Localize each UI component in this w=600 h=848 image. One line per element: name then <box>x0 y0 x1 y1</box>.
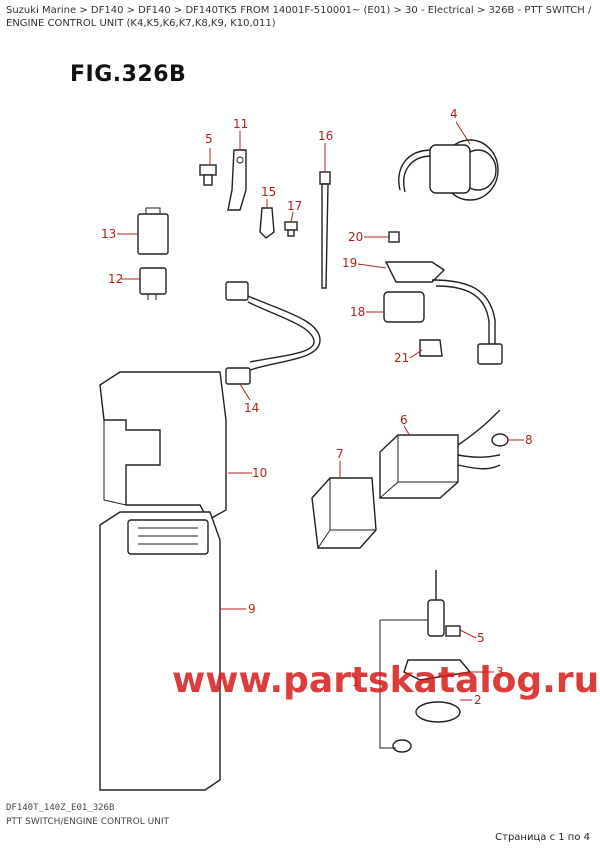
figure-code: DF140T_140Z_E01_326B <box>6 803 115 813</box>
part-10-drawing <box>99 371 227 521</box>
callout-17: 17 <box>287 199 302 213</box>
callout-4: 4 <box>450 107 458 121</box>
leader-lines <box>117 121 524 701</box>
part-7-drawing <box>311 477 377 549</box>
callout-7: 7 <box>336 447 344 461</box>
callout-9: 9 <box>248 602 256 616</box>
callout-5-top: 5 <box>205 132 213 146</box>
callout-1: 1 <box>352 675 360 689</box>
part-18-21-drawing <box>383 231 503 365</box>
callout-14: 14 <box>244 401 259 415</box>
pager-text: Страница с 1 по 4 <box>495 832 590 843</box>
part-1-3-drawing <box>379 570 472 753</box>
part-17-drawing <box>284 221 298 237</box>
part-6-drawing <box>379 409 501 499</box>
callout-15: 15 <box>261 185 276 199</box>
callout-20: 20 <box>348 230 363 244</box>
part-11-drawing <box>227 149 247 211</box>
callout-5-bottom: 5 <box>477 631 485 645</box>
figure-caption: PTT SWITCH/ENGINE CONTROL UNIT <box>6 817 170 827</box>
callout-13: 13 <box>101 227 116 241</box>
part-8-drawing <box>491 433 509 447</box>
part-15-drawing <box>259 207 275 239</box>
part-4-drawing <box>398 139 499 201</box>
callout-3: 3 <box>496 665 504 679</box>
part-12-drawing <box>139 267 167 300</box>
callout-11: 11 <box>233 117 248 131</box>
callout-12: 12 <box>108 272 123 286</box>
callout-2: 2 <box>474 693 482 707</box>
part-13-drawing <box>137 207 169 255</box>
callout-21: 21 <box>394 351 409 365</box>
callout-8: 8 <box>525 433 533 447</box>
part-5-bolt-drawing <box>199 164 217 186</box>
part-14-drawing <box>225 281 321 385</box>
callout-16: 16 <box>318 129 333 143</box>
callout-18: 18 <box>350 305 365 319</box>
callout-19: 19 <box>342 256 357 270</box>
breadcrumb: Suzuki Marine > DF140 > DF140 > DF140TK5… <box>6 5 592 29</box>
figure-title: FIG.326B <box>70 62 187 87</box>
callout-10: 10 <box>252 466 267 480</box>
watermark: www.partskatalog.ru <box>172 660 599 701</box>
part-16-drawing <box>319 171 331 289</box>
part-9-drawing <box>99 511 221 791</box>
callout-6: 6 <box>400 413 408 427</box>
